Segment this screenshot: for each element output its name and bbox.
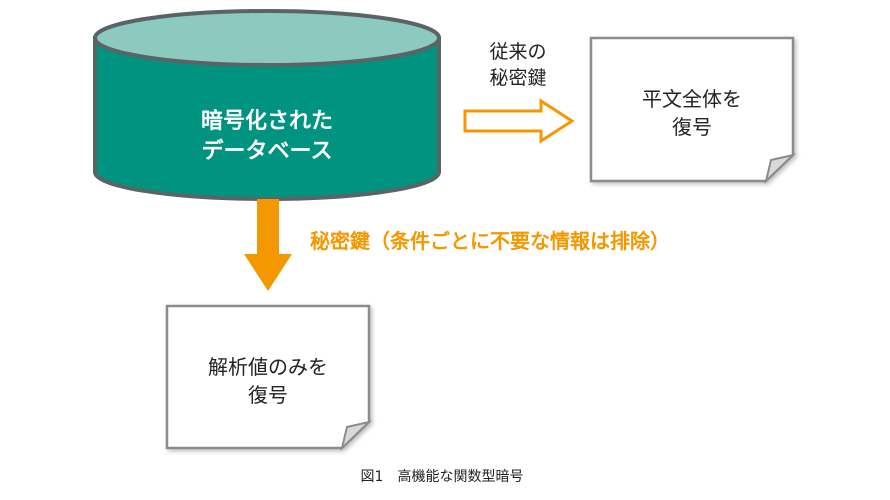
cylinder-top bbox=[93, 9, 441, 67]
encrypted-database-cylinder: 暗号化された データベース bbox=[93, 9, 441, 201]
document-partial-decrypt bbox=[165, 304, 373, 452]
down-arrow bbox=[244, 199, 292, 291]
functional-key-label: 秘密鍵（条件ごとに不要な情報は排除） bbox=[310, 229, 670, 253]
conventional-key-label-line2: 秘密鍵 bbox=[489, 67, 546, 89]
document-partial-fold bbox=[340, 420, 373, 452]
document-full-text-line1: 平文全体を bbox=[642, 87, 742, 111]
cylinder-body bbox=[93, 36, 441, 201]
database-label-line2: データベース bbox=[202, 138, 333, 164]
conventional-key-label-line1: 従来の bbox=[489, 41, 546, 63]
figure-caption: 図1 高機能な関数型暗号 bbox=[361, 468, 524, 485]
document-partial-text-line1: 解析値のみを bbox=[208, 355, 328, 379]
document-full-fold bbox=[764, 153, 797, 185]
document-full-text-line2: 復号 bbox=[672, 115, 712, 139]
document-full-decrypt bbox=[589, 36, 797, 185]
right-arrow bbox=[463, 98, 575, 144]
document-partial-text-line2: 復号 bbox=[248, 383, 288, 407]
database-label-line1: 暗号化された bbox=[201, 108, 333, 134]
